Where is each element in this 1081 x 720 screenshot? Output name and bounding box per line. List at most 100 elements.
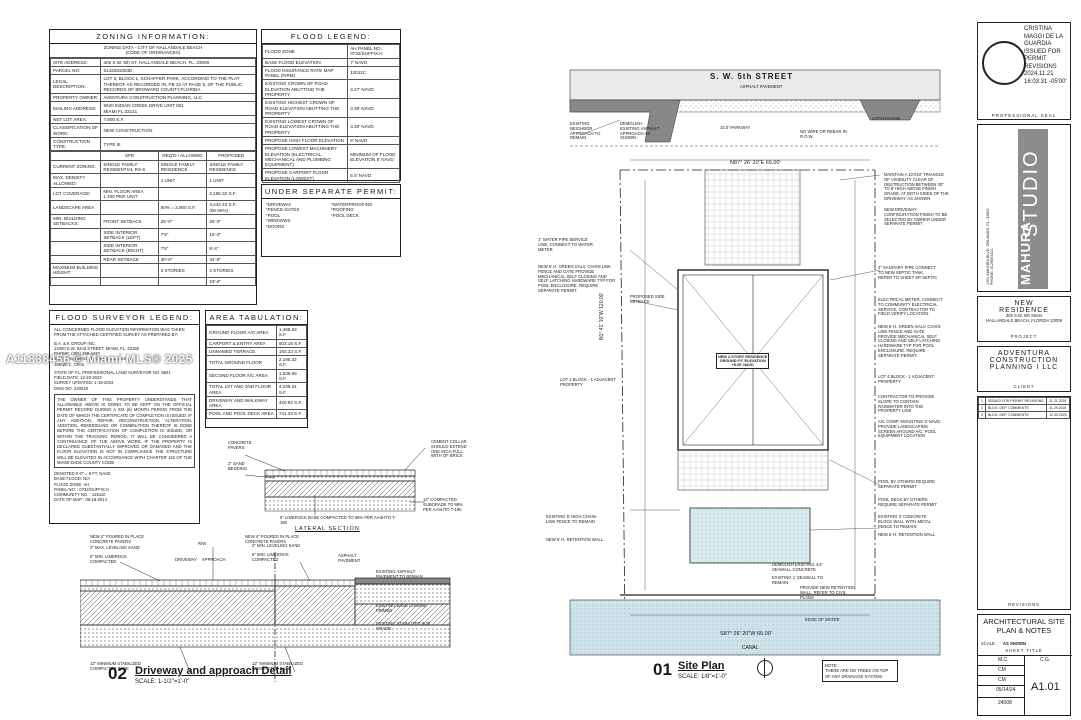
site-right-note-8: LOT 4 BLOCK - 1 ADJACENT PROPERTY [878,374,934,384]
site-left-note-1: EXISTING NEIGHBOR APPROACH TO REMAIN [570,121,601,141]
zoning-grid-cell: 9'-4" [206,241,256,256]
lateral-label-pavers: CONCRETE PAVERS [228,440,252,450]
flood-cell: 8' NAVD [347,135,400,146]
permit-item: *DOORS [266,223,285,229]
flood-cell: 7' NAVD [347,57,400,67]
revision-cell: BLDG. DEP. COMMENTS [985,404,1048,413]
flood-cell: 3.30' NAVD [347,117,400,137]
site-right-note-3: MAINTAIN A 10'X10' TRIANGLE OF VISIBILIT… [884,172,949,202]
plan-01-title: Site Plan [678,660,725,672]
permit-item: *ROOFING [331,207,354,213]
sheet-title-label: SHEET TITLE [1005,648,1043,653]
zoning-grid-cell: 23'-6" [206,276,256,286]
lot-width-bottom: S87° 26' 20"W 65.00' [720,631,772,637]
drive-label-base: EXISTING BASE COURSE PRIMED [376,603,427,613]
drive-label-stabilized-1: 12" MINIMUM STABILIZED COMPACTED BASE [90,661,141,671]
zoning-cell: 7,800 S.F. [100,115,256,125]
site-right-note-6: ELECTRICAL METER, CONNECT TO COMMUNITY E… [878,297,943,317]
sheet-scale-label: SCALE [981,641,995,646]
flood-row: PROPOSE LOWEST MACHINERY ELEVATION (ELEC… [261,144,400,170]
site-right-note-5: 4" SANITARY PIPE CONNECT TO NEW SEPTIC T… [878,265,938,280]
lot-side-left: N1° 41' 10"W 120.00' [599,292,605,340]
zoning-cell: LEGAL DESCRIPTION: [49,74,102,95]
lateral-label-limerock: 6" LIMEROCK BASE COMPACTED TO 98% PER AA… [280,515,396,525]
seal-label: PROFESSIONAL SEAL [991,112,1057,118]
client-box: ADVENTURA CONSTRUCTION PLANNING I LLC CL… [977,346,1071,392]
zoning-grid-cell: 15'-0" [206,227,256,243]
site-left-note-5: PROPOSED SIDE SETBACK [630,294,665,304]
site-bottom-note-3: PROVIDE NEW RETENTION WALL, REFER TO CIV… [800,585,856,600]
zoning-row: MAILING ADDRESS:6820 INDIAN CREEK DRIVE … [49,101,256,117]
asphalt-label: ASPHALT PAVEMENT [740,84,783,89]
zoning-cell: PROPERTY OWNER: [49,93,102,103]
site-right-note-7: NEW 6' H. GREEN GALV. CHAIN LINK FENCE A… [878,324,941,358]
firm-name-big: STUDIO [1020,149,1042,237]
sheet-number: A1.01 [1031,681,1060,693]
seal-signature-text: CRISTINA MAGGI DE LA GUARDIA ISSUED FOR … [1024,26,1067,85]
area-cell: 1,498.63 S.F. [275,325,308,340]
revision-cell: 1 [977,396,987,406]
site-left-note-8: NEW 5' H. RETENTION WALL [546,537,604,542]
flood-row: EXISTING CROWN OF ROAD ELEVATION ABUTTIN… [261,79,400,100]
zoning-grid-cell: CURRENT ZONING: [49,159,102,175]
flood-row: FLOOD INSURANCE RATE MAP PANEL (FIRM)120… [261,65,400,81]
area-cell: TOTAL GROUND FLOOR [206,355,277,370]
parkway-label: 10.0' PARKWAY [720,125,751,130]
firm-logo-block [1018,129,1048,289]
zoning-grid-cell: MAXIMUM BUILDING HEIGHT: [49,262,102,278]
project-box: NEW RESIDENCE 305 S.W. 5th Street HALLAN… [977,296,1071,342]
surveyor-details: STATE OF FL. PROFESSIONAL LAND SURVEYOR … [54,369,171,391]
site-note-box: NOTE: THERE ARE NO TREES ON TOP OF ANY D… [822,660,898,682]
zoning-grid-cell: FRONT SETBACK [100,213,159,229]
area-cell: CARPORT & ENTRY AREA [206,338,277,348]
sheet-title-box: ARCHITECTURAL SITE PLAN & NOTES SCALE AS… [977,614,1072,716]
separate-permit-box: UNDER SEPARATE PERMIT: *DRIVEWAY*FENCE-G… [261,184,401,257]
flood-cell: PROPOSE HIGH FLOOR ELEVATION [261,135,349,146]
zoning-grid-row: 23'-6" [49,276,256,286]
plan-01-scale: SCALE: 1/8"=1'-0" [678,674,727,680]
zoning-grid-cell [100,276,159,286]
zoning-row: CONSTRUCTION TYPE:TYPE III [49,136,256,152]
site-bottom-note-2: EXISTING 1' SEAWALL TO REMAIN [772,575,824,585]
flood-cell: 5.0' NAVD [347,168,400,183]
surveyor-title: FLOOD SURVEYOR LEGEND: [50,311,199,325]
surveyor-intro: ALL CONCERNED FLOOD ELEVATION INFORMATIO… [54,327,185,338]
seal-stamp-icon [982,41,1026,85]
drive-label-stabilized-2: 12" MINIMUM STABILIZED COMPACTED BASE [252,661,303,671]
lateral-section-drawing [244,447,426,515]
site-left-note-7: EXISTING 5' HIGH CHAIN-LINK FENCE TO REM… [546,514,598,524]
zoning-grid-cell: 1 UNIT [157,173,208,188]
sheet-title: ARCHITECTURAL SITE PLAN & NOTES [983,617,1065,635]
datum-item: COMMUNITY NO. : 125110 [54,492,106,497]
flood-cell: PROPOSE LOWEST MACHINERY ELEVATION (ELEC… [261,144,349,170]
zoning-grid-head-cell [49,151,102,161]
drive-label-3: 6" MIN. LIMEROCK COMPACTED [90,554,127,564]
zoning-grid-cell: 2,195.32 S.F. [206,186,256,202]
zoning-cell: AVENTURA CONSTRUCTION PLANNING, LLC. [100,93,256,103]
flood-cell: 3.27' NAVD [347,79,400,100]
zoning-grid-cell: SIDE INTERIOR SETBACK (RIGHT) [100,241,159,256]
revision-cell: 11.29.2024 [1046,404,1070,413]
zoning-cell: 6820 INDIAN CREEK DRIVE UNIT 601 MIAMI F… [100,101,256,117]
permit-item: *POOL DECK [331,212,359,218]
site-plan: S. W. 5th STREET ASPHALT PAVEMENT 10.0' … [480,60,950,660]
zoning-grid-cell: SIDE INTERIOR SETBACK (LEFT) [100,227,159,243]
site-bottom-note-4: EDGE OF WATER [805,617,840,622]
zoning-cell: 305 S.W. 5th ST, HALLANDALE BEACH, FL. 3… [100,57,256,68]
revision-cell: 3 [977,411,987,420]
sheet-checked: C.G. [1040,657,1051,663]
mls-watermark: A11838456 © Miami MLS® 2025 [6,352,193,366]
zoning-cell: MAILING ADDRESS: [49,101,102,117]
flood-surveyor-box: FLOOD SURVEYOR LEGEND: ALL CONCERNED FLO… [49,310,200,524]
area-cell: TOTAL 1ST AND 2ND FLOOR AREA [206,382,277,397]
north-arrow-icon [757,658,773,678]
